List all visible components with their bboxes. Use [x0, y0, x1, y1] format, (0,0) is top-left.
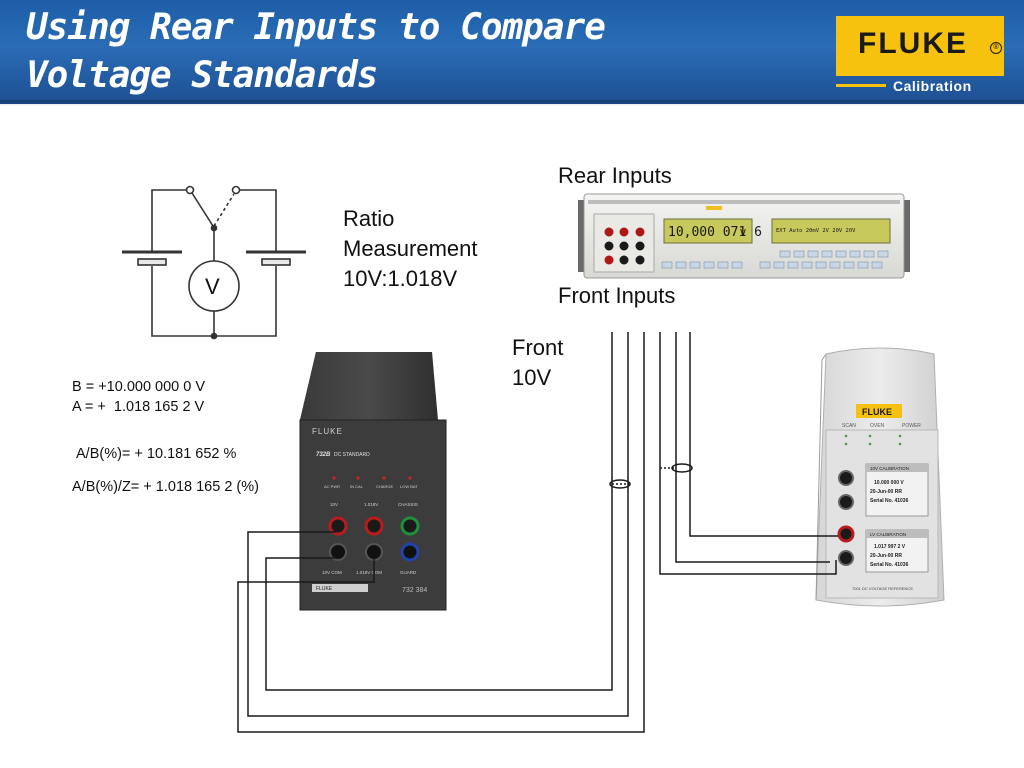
- meter-buttons: [661, 250, 889, 269]
- front-line-2: 10V: [512, 365, 552, 390]
- wire-front-lo-2: [675, 332, 830, 563]
- switch-blade: [191, 192, 214, 227]
- svg-text:GUARD: GUARD: [400, 570, 417, 575]
- meter-display-right: [771, 218, 891, 244]
- svg-text:OVEN: OVEN: [870, 423, 885, 429]
- dc-status-leds: AC PWR IN CAL CHARGE LOW BAT: [324, 476, 418, 489]
- title-line-2: Voltage Standards: [26, 55, 378, 96]
- ratio-line-2: Measurement: [343, 236, 478, 261]
- ratio-measurement-label: Ratio Measurement 10V:1.018V: [343, 204, 513, 294]
- schematic-wire-left-top: [151, 189, 186, 252]
- header-shadow: [0, 100, 1024, 106]
- meter-brand-badge: [706, 206, 722, 210]
- dc-brand: FLUKE: [312, 427, 343, 436]
- switch-blade-alt: [213, 193, 235, 227]
- svg-text:20-Jun-00 RR: 20-Jun-00 RR: [870, 553, 902, 559]
- twisted-pair-marker-rear: [609, 479, 631, 489]
- schematic-wire-right-top: [240, 189, 277, 252]
- svg-text:POWER: POWER: [902, 423, 921, 429]
- svg-text:LOW BAT: LOW BAT: [400, 484, 418, 489]
- svg-text:Serial No. 41036: Serial No. 41036: [870, 498, 909, 504]
- wire-rear-hi-to-10v: [247, 332, 629, 717]
- svg-text:10.000 000 V: 10.000 000 V: [874, 480, 904, 486]
- meter-display-left: [663, 218, 753, 244]
- title-line-1: Using Rear Inputs to Compare: [26, 7, 606, 48]
- a-value-text: A = + 1.018 165 2 V: [72, 399, 205, 415]
- ref-status-leds: [844, 434, 902, 446]
- meter-unit: V: [740, 228, 746, 239]
- svg-text:1.018V COM: 1.018V COM: [356, 570, 382, 575]
- rear-inputs-label: Rear Inputs: [558, 163, 672, 188]
- wire-rear-lo-to-10v-com: [265, 332, 613, 691]
- ratio-schematic: [122, 185, 306, 340]
- reference-multimeter: 10,000 071 6 V EXT Auto 20mV 2V 20V 20V: [578, 193, 910, 279]
- svg-text:10V COM: 10V COM: [322, 570, 342, 575]
- voltage-reference: FLUKE SCAN OVEN POWER 10V CALIBRATION 10…: [815, 347, 945, 607]
- switch-contact-right: [231, 185, 241, 195]
- ab-z-text: A/B(%)/Z= + 1.018 165 2 (%): [72, 479, 259, 495]
- dc-serial: 732 384: [402, 587, 427, 594]
- ref-terminals: [837, 470, 855, 566]
- fluke-logo-text: FLUKE: [858, 27, 968, 60]
- front-inputs-label: Front Inputs: [558, 283, 676, 308]
- svg-text:Serial No. 41036: Serial No. 41036: [870, 562, 909, 568]
- wire-front-hi: [689, 332, 838, 537]
- svg-text:IN CAL: IN CAL: [350, 484, 364, 489]
- b-value-text: B = +10.000 000 0 V: [72, 379, 206, 395]
- meter-range-readout: EXT Auto 20mV 2V 20V 20V: [776, 228, 856, 234]
- svg-text:CHASSIS: CHASSIS: [398, 502, 418, 507]
- twisted-pair-marker-front: [671, 463, 693, 473]
- logo-subtitle: Calibration: [893, 78, 972, 94]
- svg-text:7001 DC VOLTAGE REFERENCE: 7001 DC VOLTAGE REFERENCE: [852, 586, 913, 591]
- fluke-logo-box: [836, 16, 1004, 76]
- meter-reading: 10,000 071 6: [668, 225, 762, 240]
- meter-input-terminals: [604, 227, 645, 265]
- svg-text:LV CALIBRATION: LV CALIBRATION: [870, 532, 906, 537]
- dc-standard-732b: FLUKE 732B DC STANDARD AC PWR IN CAL CHA…: [299, 352, 447, 611]
- dc-model-desc: DC STANDARD: [334, 452, 370, 458]
- wire-rear-guard: [237, 332, 645, 733]
- cell-b-short-plate: [261, 258, 291, 266]
- ref-brand: FLUKE: [862, 407, 892, 417]
- dc-plate-brand: FLUKE: [316, 586, 333, 592]
- switch-contact-left: [185, 185, 195, 195]
- meter-left-handle: [578, 200, 586, 272]
- front-10v-label: Front 10V: [512, 333, 592, 393]
- voltmeter-label: V: [205, 274, 220, 299]
- connection-wires: [237, 332, 838, 733]
- ratio-line-3: 10V:1.018V: [343, 266, 458, 291]
- svg-text:20-Jun-00 RR: 20-Jun-00 RR: [870, 489, 902, 495]
- svg-text:AC PWR: AC PWR: [324, 484, 340, 489]
- ab-percent-text: A/B(%)= + 10.181 652 %: [76, 446, 237, 462]
- svg-text:10V CALIBRATION: 10V CALIBRATION: [870, 466, 909, 471]
- svg-text:10V: 10V: [330, 502, 338, 507]
- svg-text:1.018V: 1.018V: [364, 502, 378, 507]
- meter-right-handle: [902, 200, 910, 272]
- ratio-line-1: Ratio: [343, 206, 395, 231]
- svg-text:CHARGE: CHARGE: [376, 484, 393, 489]
- svg-text:1.017 997 2 V: 1.017 997 2 V: [874, 544, 906, 550]
- logo-underline-bar: [836, 84, 886, 87]
- dc-terminals: [328, 516, 420, 562]
- dc-model: 732B: [316, 452, 331, 458]
- svg-text:SCAN: SCAN: [842, 423, 856, 429]
- cell-a-short-plate: [137, 258, 167, 266]
- slide-title: Using Rear Inputs to Compare Voltage Sta…: [26, 4, 786, 100]
- registered-mark: ®: [990, 42, 1002, 54]
- schematic-wire-bottom: [151, 266, 277, 337]
- front-line-1: Front: [512, 335, 564, 360]
- wire-front-lo: [659, 332, 837, 575]
